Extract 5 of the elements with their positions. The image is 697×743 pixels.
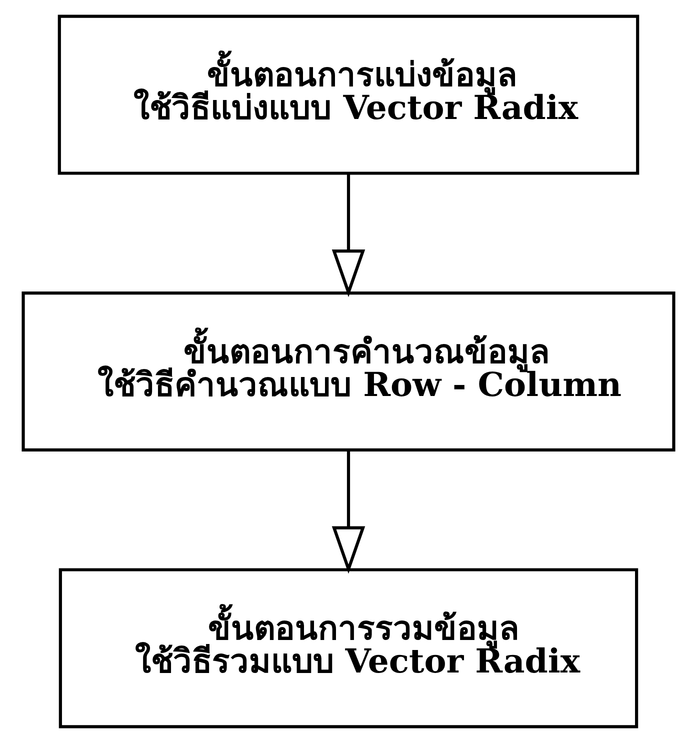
arrow xyxy=(332,174,366,298)
node-box: ขั้นตอนการแบ่งข้อมูล ใช้วิธีแบ่งแบบ Vector Radix xyxy=(58,14,640,175)
node-box: ขั้นตอนการรวมข้อมูล ใช้วิธีรวมแบบ Vector Radix xyxy=(58,568,638,728)
arrow xyxy=(332,450,366,574)
node-box: ขั้นตอนการคำนวณข้อมูล ใช้วิธีคำนวณแบบ Row - Column xyxy=(22,291,676,452)
